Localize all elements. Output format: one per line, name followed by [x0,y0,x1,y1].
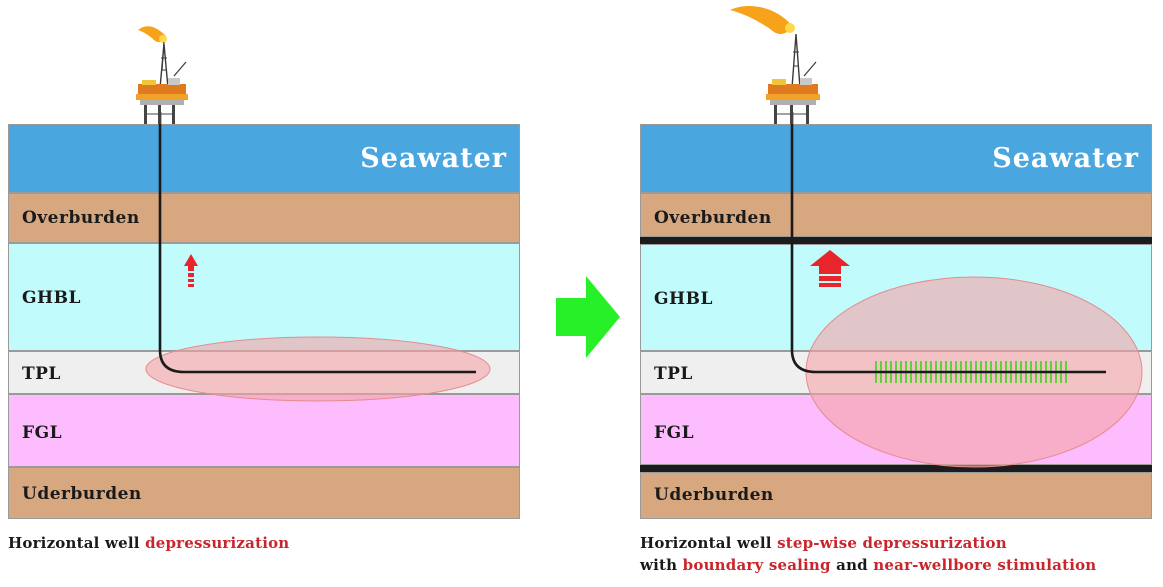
panel-horizontal-well-depressurization: Seawater Overburden GHBL TPL FGL Uderbur… [8,0,520,587]
caption-right-line2-prefix: with [640,556,683,574]
panel-step-wise-depressurization: Seawater Overburden GHBL TPL FGL Uderbur… [640,0,1152,587]
offshore-platform-icon [136,26,188,124]
tpl-label: TPL [22,364,61,384]
layer-underburden: Uderburden [640,472,1152,519]
layer-seawater: Seawater [640,124,1152,193]
layer-seawater: Seawater [8,124,520,193]
boundary-seal-bottom [640,465,1152,472]
red-up-arrow-icon [184,254,198,287]
tpl-label: TPL [654,364,693,384]
flare-icon [138,26,166,43]
layer-fgl: FGL [8,394,520,467]
caption-right-line2-highlight1: boundary sealing [682,556,831,574]
caption-left: Horizontal well depressurization [8,534,289,552]
seawater-label: Seawater [360,143,507,174]
layer-overburden: Overburden [640,193,1152,237]
caption-right-line1-highlight: step-wise depressurization [777,534,1007,552]
wellbore [158,112,476,374]
ghbl-label: GHBL [22,288,81,308]
boundary-seal-top [640,237,1152,244]
caption-right-line2-middle: and [830,556,874,574]
layer-underburden: Uderburden [8,467,520,519]
caption-left-prefix: Horizontal well [8,534,146,552]
caption-right-line1: Horizontal well step-wise depressurizati… [640,534,1007,552]
underburden-label: Uderburden [654,485,774,505]
layer-ghbl: GHBL [8,243,520,351]
ghbl-label: GHBL [654,289,713,309]
offshore-platform-icon [730,5,820,124]
overburden-label: Overburden [22,208,140,228]
left-overlay [136,26,491,402]
red-up-arrow-icon [810,250,850,287]
underburden-label: Uderburden [22,484,142,504]
caption-right-line2: with boundary sealing and near-wellbore … [640,556,1096,574]
dissociation-zone [145,336,491,402]
layer-overburden: Overburden [8,193,520,243]
right-overlay [730,5,1143,468]
flare-icon [730,5,792,34]
fgl-label: FGL [654,423,695,443]
wellbore [790,112,1106,374]
caption-right-line2-highlight2: near-wellbore stimulation [873,556,1097,574]
caption-left-highlight: depressurization [145,534,290,552]
green-right-arrow-icon [556,276,620,358]
fgl-label: FGL [22,423,63,443]
caption-right-line1-prefix: Horizontal well [640,534,778,552]
seawater-label: Seawater [992,143,1139,174]
overburden-label: Overburden [654,208,772,228]
